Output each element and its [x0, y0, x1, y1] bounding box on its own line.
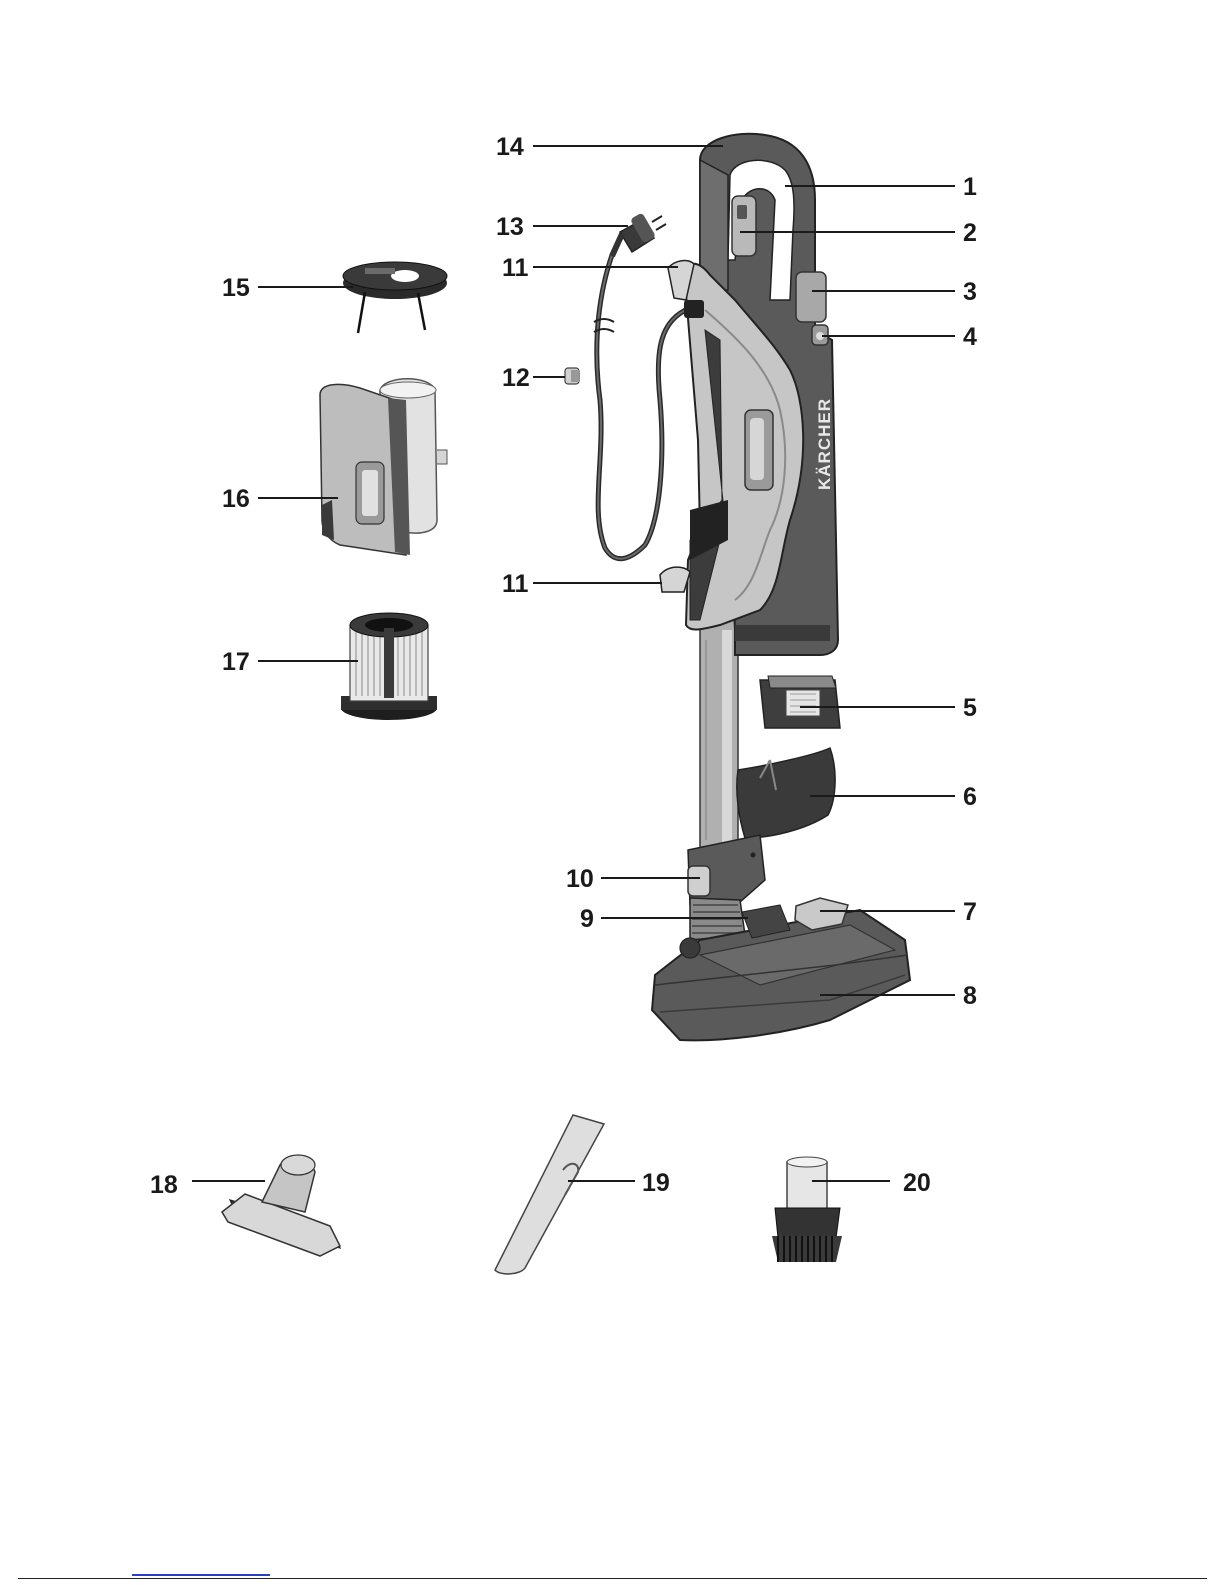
upholstery-nozzle	[222, 1155, 340, 1256]
callout-20: 20	[903, 1169, 931, 1197]
power-plug	[612, 212, 666, 256]
dust-container-cover	[737, 748, 835, 838]
callout-8: 8	[963, 982, 977, 1010]
callout-13: 13	[496, 213, 524, 241]
motor-protection-filter	[760, 676, 840, 728]
callout-9: 9	[580, 905, 594, 933]
callout-10: 10	[566, 865, 594, 893]
callout-3: 3	[963, 278, 977, 306]
callout-11-lower: 11	[502, 570, 529, 598]
filter-cover-ring	[343, 262, 447, 333]
callout-1: 1	[963, 173, 977, 201]
callout-18: 18	[150, 1171, 178, 1199]
callout-6: 6	[963, 783, 977, 811]
footer-rule	[18, 1578, 1207, 1579]
callout-leaders	[192, 146, 955, 1181]
dust-container	[320, 379, 447, 555]
power-cord	[597, 255, 690, 559]
suction-tube	[700, 620, 738, 860]
callout-2: 2	[963, 219, 977, 247]
callout-16: 16	[222, 485, 250, 513]
dusting-brush	[772, 1157, 842, 1262]
callout-labels: 1 2 3 4 5 6 7 8 9 10 11 11 12 13 14 15 1…	[150, 133, 977, 1199]
cartridge-filter	[341, 613, 437, 720]
small-clip-part	[565, 368, 579, 384]
main-housing	[660, 134, 838, 655]
callout-14: 14	[496, 133, 524, 161]
footer-link-underline	[132, 1574, 270, 1576]
callout-17: 17	[222, 648, 250, 676]
callout-15: 15	[222, 274, 250, 302]
callout-5: 5	[963, 694, 977, 722]
callout-12: 12	[502, 364, 530, 392]
callout-19: 19	[642, 1169, 670, 1197]
callout-11-upper: 11	[502, 254, 529, 282]
vacuum-cleaner-illustration: KÄRCHER	[594, 134, 910, 1041]
brand-logo: KÄRCHER	[815, 398, 834, 490]
callout-4: 4	[963, 323, 977, 351]
callout-7: 7	[963, 898, 977, 926]
crevice-nozzle	[495, 1115, 604, 1274]
